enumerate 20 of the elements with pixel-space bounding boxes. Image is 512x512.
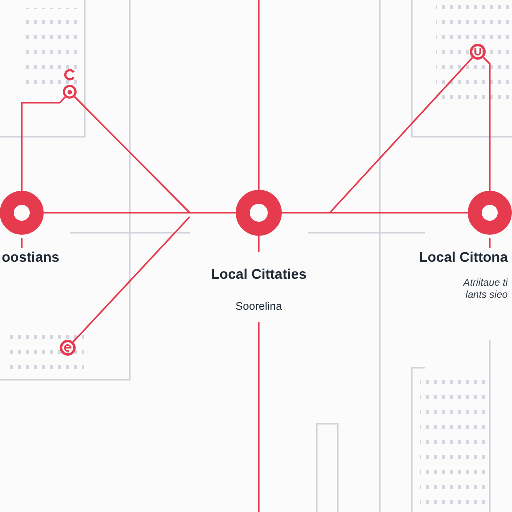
ring-marker <box>236 190 282 236</box>
connector-line <box>74 96 191 214</box>
connector-line <box>258 235 260 512</box>
ring-marker <box>0 191 44 235</box>
connector-line <box>21 96 66 191</box>
node-label: Local Cittona <box>419 249 508 266</box>
node-caption: Soorelina <box>236 301 282 314</box>
connector-line <box>282 212 468 214</box>
connector-line <box>483 57 491 191</box>
ring-icon <box>63 85 77 99</box>
connector-line <box>258 0 260 190</box>
note-text: Atriitaue ti lants sieo <box>462 278 508 302</box>
connector-line <box>329 57 474 214</box>
ring-marker <box>468 191 512 235</box>
ring-icon <box>470 44 486 60</box>
connector-line <box>72 216 191 343</box>
node-label: oostians <box>2 249 60 266</box>
connector-line <box>44 212 236 214</box>
ring-icon <box>60 340 76 356</box>
node-label: Local Cittaties <box>211 266 307 283</box>
